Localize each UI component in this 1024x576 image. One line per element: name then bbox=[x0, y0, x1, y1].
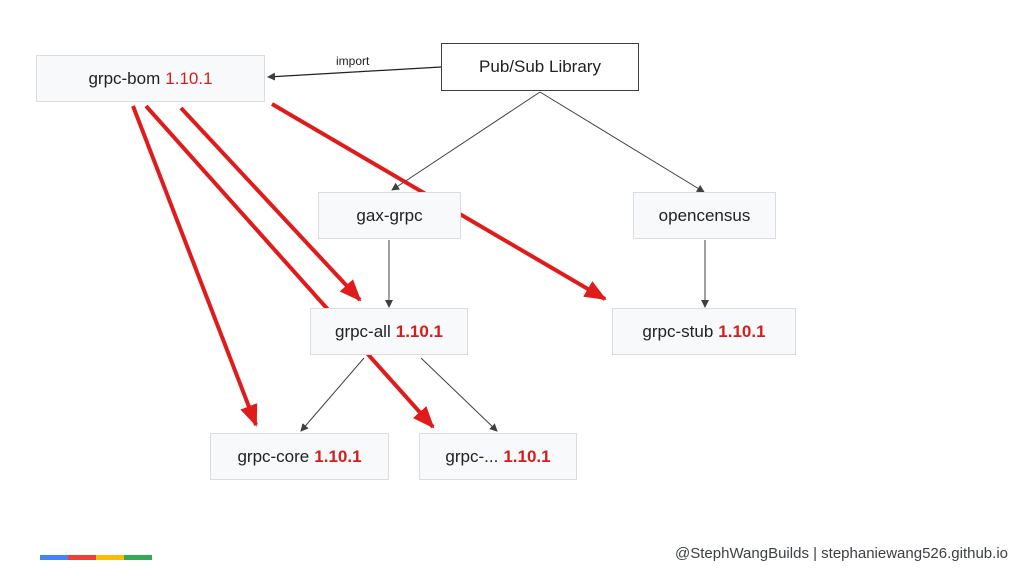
node-name: grpc-all bbox=[334, 321, 391, 341]
grpc-other-node: grpc-...1.10.1 bbox=[419, 433, 577, 480]
bom-arrow-to-grpc-other bbox=[144, 104, 435, 429]
node-version: 1.10.1 bbox=[395, 321, 443, 341]
edge-grpc-all-to-other bbox=[420, 357, 498, 432]
node-version: 1.10.1 bbox=[718, 321, 766, 341]
gax-grpc-node: gax-grpc bbox=[318, 192, 461, 239]
brand-bar-yellow bbox=[96, 555, 124, 560]
node-name: gax-grpc bbox=[356, 205, 423, 225]
pubsub-library-node: Pub/Sub Library bbox=[441, 43, 639, 91]
node-name: grpc-bom bbox=[88, 68, 161, 88]
node-name: grpc-... bbox=[445, 446, 499, 466]
brand-bar-blue bbox=[40, 555, 68, 560]
bom-arrow-to-grpc-core bbox=[131, 105, 258, 427]
node-name: grpc-core bbox=[237, 446, 310, 466]
footer-credit: @StephWangBuilds | stephaniewang526.gith… bbox=[675, 545, 1008, 562]
edge-pubsub-to-opencensus bbox=[539, 91, 705, 193]
import-label: import bbox=[336, 54, 370, 68]
brand-bar-red bbox=[68, 555, 96, 560]
node-version: 1.10.1 bbox=[165, 68, 213, 88]
node-name: grpc-stub bbox=[642, 321, 714, 341]
node-version: 1.10.1 bbox=[314, 446, 362, 466]
edge-pubsub-to-gax bbox=[391, 91, 541, 191]
edge-grpc-all-to-core bbox=[300, 357, 365, 432]
opencensus-node: opencensus bbox=[633, 192, 776, 239]
node-version: 1.10.1 bbox=[503, 446, 551, 466]
edge-pubsub-to-bom bbox=[267, 66, 442, 81]
node-name: opencensus bbox=[658, 205, 751, 225]
node-name: Pub/Sub Library bbox=[479, 57, 601, 76]
bom-arrow-to-grpc-all bbox=[179, 106, 362, 302]
brand-bar-green bbox=[124, 555, 152, 560]
